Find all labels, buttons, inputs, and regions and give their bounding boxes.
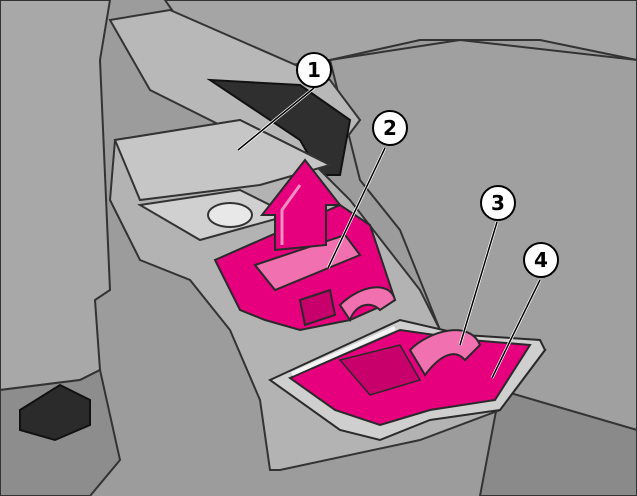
callout-2-leader [327,147,386,269]
cupholder-catch [298,288,337,327]
callout-3: 3 [480,185,516,221]
callout-4: 4 [523,242,559,278]
callout-1-leader [237,87,315,151]
callout-2-label: 2 [383,116,397,140]
callout-4-label: 4 [534,248,548,272]
callout-1: 1 [296,52,332,88]
callout-2: 2 [372,110,408,146]
floor-right [478,388,637,496]
callout-3-leader [459,221,498,346]
left-seat [0,0,112,392]
callout-1-label: 1 [307,58,321,82]
arrow-up-highlight [280,184,302,245]
callout-4-leader [491,279,541,379]
retainer-arm-left [338,286,397,323]
armrest-hinge-shadow [206,78,352,176]
callout-3-circle [480,185,516,221]
coin-recess [207,202,253,228]
callout-4-circle [523,242,559,278]
callout-1-circle [296,52,332,88]
callout-3-label: 3 [491,191,505,215]
tray-hinge [291,326,396,376]
seat-rail-clip [19,383,91,442]
callout-2-circle [372,110,408,146]
cup-recess [338,344,422,396]
